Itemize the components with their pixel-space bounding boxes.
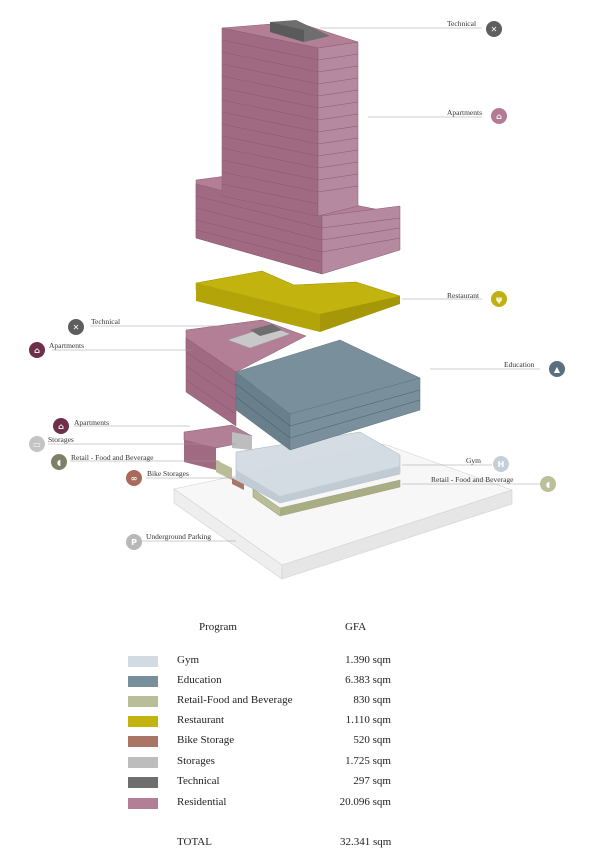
label-retail-right: Retail - Food and Beverage ◖ (431, 475, 556, 492)
label-apartments-top: Apartments ⌂ (447, 108, 507, 124)
svg-text:▲: ▲ (554, 365, 561, 374)
svg-text:Apartments: Apartments (447, 108, 482, 117)
table-row: Residential 20.096 sqm (128, 796, 428, 811)
svg-text:✕: ✕ (73, 323, 80, 332)
row-value: 297 sqm (353, 775, 391, 787)
row-label: Retail-Food and Beverage (177, 694, 293, 706)
cup-icon (540, 476, 556, 492)
residential-tower (221, 20, 359, 217)
svg-text:▭: ▭ (33, 440, 41, 449)
label-education: Education ▲ (504, 360, 565, 377)
tools-icon (68, 319, 84, 335)
swatch-residential (128, 798, 158, 809)
row-value: 20.096 sqm (339, 796, 391, 808)
label-apartments-low: ⌂ Apartments (53, 418, 109, 434)
svg-text:Gym: Gym (466, 456, 481, 465)
svg-text:Technical: Technical (91, 317, 120, 326)
label-restaurant: Restaurant ψ (447, 291, 507, 307)
swatch-gym (128, 656, 158, 667)
table-row: Gym 1.390 sqm (128, 654, 428, 669)
box-icon (29, 436, 45, 452)
header-gfa: GFA (345, 621, 367, 633)
svg-text:Storages: Storages (48, 435, 74, 444)
mid-block (185, 319, 421, 451)
swatch-education (128, 676, 158, 687)
total-value: 32.341 sqm (340, 836, 392, 848)
table-row: Education 6.383 sqm (128, 674, 428, 689)
label-bike-storages: ∞ Bike Storages (126, 469, 189, 486)
svg-text:P: P (131, 538, 137, 547)
label-technical-top: Technical ✕ (447, 19, 502, 37)
header-program: Program (199, 621, 237, 633)
svg-text:Retail - Food and Beverage: Retail - Food and Beverage (431, 475, 514, 484)
svg-text:H: H (498, 460, 505, 469)
table-row: Retail-Food and Beverage 830 sqm (128, 694, 428, 709)
house-icon (491, 108, 507, 124)
row-value: 1.725 sqm (345, 755, 391, 767)
svg-text:∞: ∞ (131, 474, 138, 483)
row-label: Storages (177, 755, 215, 767)
row-label: Residential (177, 796, 227, 808)
svg-text:⌂: ⌂ (58, 422, 64, 431)
row-value: 6.383 sqm (345, 674, 391, 686)
svg-text:Apartments: Apartments (49, 341, 84, 350)
row-label: Restaurant (177, 714, 225, 726)
row-label: Gym (177, 654, 199, 666)
label-underground-parking: P Underground Parking (126, 532, 211, 550)
house-icon (29, 342, 45, 358)
row-label: Education (177, 674, 222, 686)
row-value: 1.390 sqm (345, 654, 391, 666)
label-apartments-mid: ⌂ Apartments (29, 341, 84, 358)
svg-text:◖: ◖ (546, 480, 550, 489)
cup-icon (51, 454, 67, 470)
table-row: Restaurant 1.110 sqm (128, 714, 428, 729)
table-row: Bike Storage 520 sqm (128, 734, 428, 749)
table-row: Storages 1.725 sqm (128, 755, 428, 770)
svg-text:Education: Education (504, 360, 535, 369)
exploded-axonometric-diagram: Technical ✕ Apartments ⌂ Restaurant ψ ✕ … (29, 19, 565, 580)
row-value: 520 sqm (353, 734, 391, 746)
row-value: 830 sqm (353, 694, 391, 706)
label-technical-top-text: Technical (447, 19, 476, 28)
svg-text:Apartments: Apartments (74, 418, 109, 427)
row-label: Bike Storage (177, 734, 235, 746)
label-technical-mid: ✕ Technical (68, 317, 120, 335)
bike-icon (126, 470, 142, 486)
label-gym: Gym H (466, 456, 509, 472)
tools-icon (486, 21, 502, 37)
swatch-storages (128, 757, 158, 768)
swatch-technical (128, 777, 158, 788)
svg-text:Restaurant: Restaurant (447, 291, 480, 300)
row-label: Technical (177, 775, 220, 787)
svg-text:Bike Storages: Bike Storages (147, 469, 189, 478)
table-row: Technical 297 sqm (128, 775, 428, 790)
swatch-retail (128, 696, 158, 707)
label-storages: ▭ Storages (29, 435, 74, 452)
svg-text:Underground Parking: Underground Parking (146, 532, 211, 541)
svg-text:✕: ✕ (491, 25, 498, 34)
dumbbell-icon (493, 456, 509, 472)
graduation-cap-icon (549, 361, 565, 377)
restaurant-slab (195, 270, 401, 332)
row-value: 1.110 sqm (345, 714, 391, 726)
label-retail-left: ◖ Retail - Food and Beverage (51, 453, 154, 470)
leader-lines (48, 27, 540, 542)
house-icon (53, 418, 69, 434)
swatch-restaurant (128, 716, 158, 727)
svg-text:⌂: ⌂ (34, 346, 40, 355)
svg-text:⌂: ⌂ (496, 112, 502, 121)
cutlery-icon (491, 291, 507, 307)
swatch-bike-storage (128, 736, 158, 747)
svg-text:◖: ◖ (57, 458, 61, 467)
svg-text:Retail - Food and Beverage: Retail - Food and Beverage (71, 453, 154, 462)
parking-icon (126, 534, 142, 550)
total-label: TOTAL (177, 836, 212, 848)
ground-floor-block (183, 424, 401, 517)
svg-text:ψ: ψ (496, 295, 502, 304)
